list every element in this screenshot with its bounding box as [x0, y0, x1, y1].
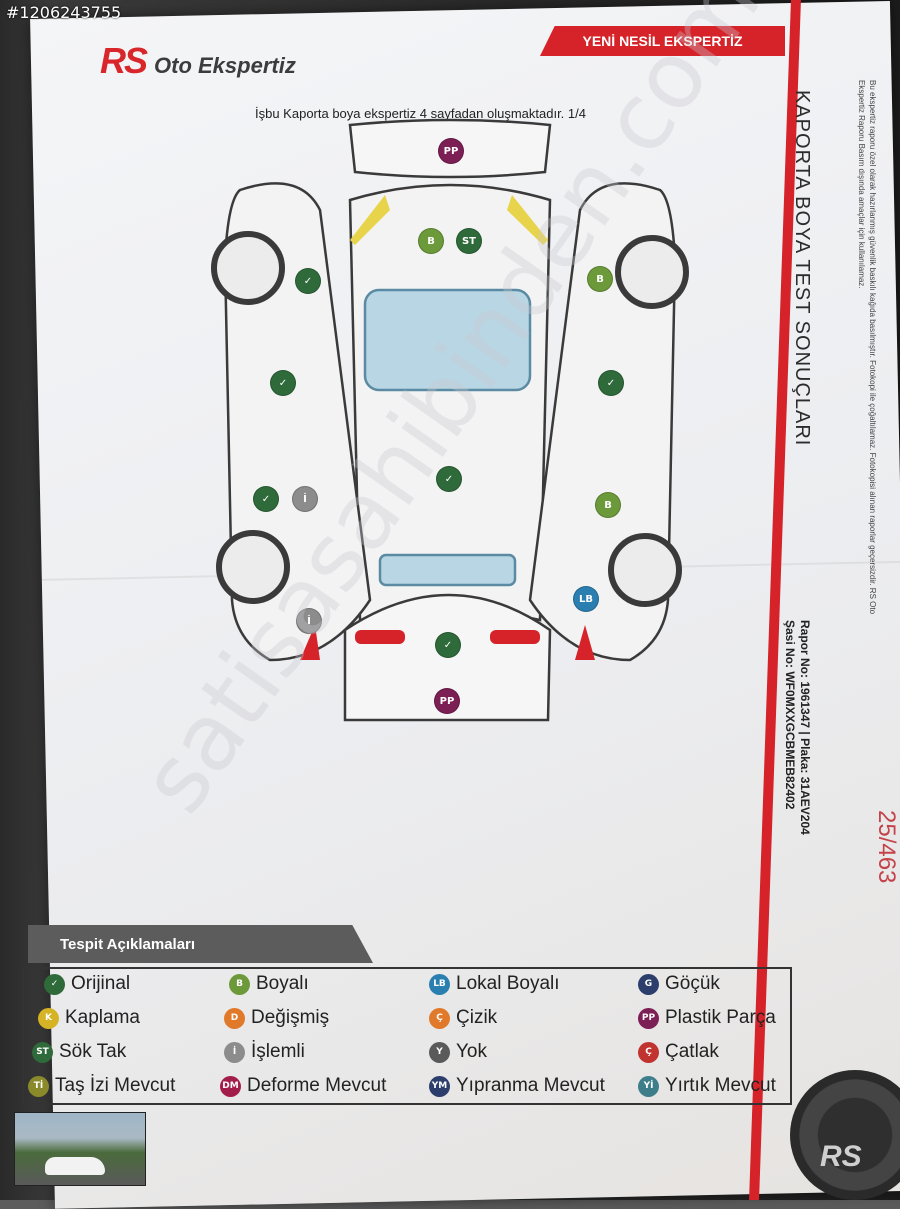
tail-light-center-right — [490, 630, 540, 644]
mark-right-rear-fender: LB — [573, 586, 599, 612]
mark-left-front-fender: ✓ — [295, 268, 321, 294]
mark-right-rear-door: B — [595, 492, 621, 518]
mark-roof: ✓ — [436, 466, 462, 492]
report-info: Rapor No: 1961347 | Plaka: 31AEV204 Şasi… — [782, 620, 812, 835]
listing-id-watermark: #1206243755 — [6, 3, 122, 22]
page-subtitle: İşbu Kaporta boya ekspertiz 4 sayfadan o… — [255, 106, 586, 121]
mark-left-rear-door-edge: İ — [292, 486, 318, 512]
listing-thumbnail[interactable] — [14, 1112, 146, 1186]
rear-window — [378, 553, 517, 587]
handwritten-number: 25/463 — [873, 810, 900, 884]
check-icon: ✓ — [303, 275, 313, 287]
chassis-number: Şasi No: WF0MXXGCBMEB82402 — [783, 620, 797, 810]
windshield — [363, 288, 532, 392]
left-front-wheel — [211, 231, 285, 305]
mark-rear-bumper: PP — [434, 688, 460, 714]
mark-hood-right: ST — [456, 228, 482, 254]
right-rear-wheel — [608, 533, 682, 607]
report-title: KAPORTA BOYA TEST SONUÇLARI — [791, 90, 813, 447]
mark-left-rear-fender: İ — [296, 608, 322, 634]
tail-light-left — [300, 625, 320, 660]
legend-item-original: ✓Orijinal — [44, 973, 130, 995]
company-seal: RS — [790, 1070, 900, 1200]
mark-left-rear-door: ✓ — [253, 486, 279, 512]
car-photo — [45, 1157, 105, 1175]
logo-rs: RS — [100, 40, 148, 81]
report-number-plate: Rapor No: 1961347 | Plaka: 31AEV204 — [798, 620, 812, 835]
check-icon: ✓ — [261, 493, 271, 505]
legend-title: Tespit Açıklamaları — [28, 925, 373, 963]
check-icon: ✓ — [606, 377, 616, 389]
mark-front-bumper: PP — [438, 138, 464, 164]
tail-light-right — [575, 625, 595, 660]
header-banner: YENİ NESİL EKSPERTİZ — [540, 26, 785, 56]
right-front-wheel — [615, 235, 689, 309]
headlight-right — [507, 195, 548, 245]
check-icon: ✓ — [44, 973, 65, 995]
company-logo: RS Oto Ekspertiz — [100, 40, 296, 82]
headlight-left — [350, 195, 390, 245]
mark-right-front-door: ✓ — [598, 370, 624, 396]
mark-hood-left: B — [418, 228, 444, 254]
check-icon: ✓ — [278, 377, 288, 389]
left-rear-wheel — [216, 530, 290, 604]
check-icon: ✓ — [444, 473, 454, 485]
mark-trunk: ✓ — [435, 632, 461, 658]
mark-right-front-fender: B — [587, 266, 613, 292]
tail-light-center-left — [355, 630, 405, 644]
mark-left-front-door: ✓ — [270, 370, 296, 396]
logo-name: Oto Ekspertiz — [154, 53, 296, 78]
legal-note: Bu ekspertiz raporu özel olarak hazırlan… — [857, 80, 877, 615]
check-icon: ✓ — [443, 639, 453, 651]
